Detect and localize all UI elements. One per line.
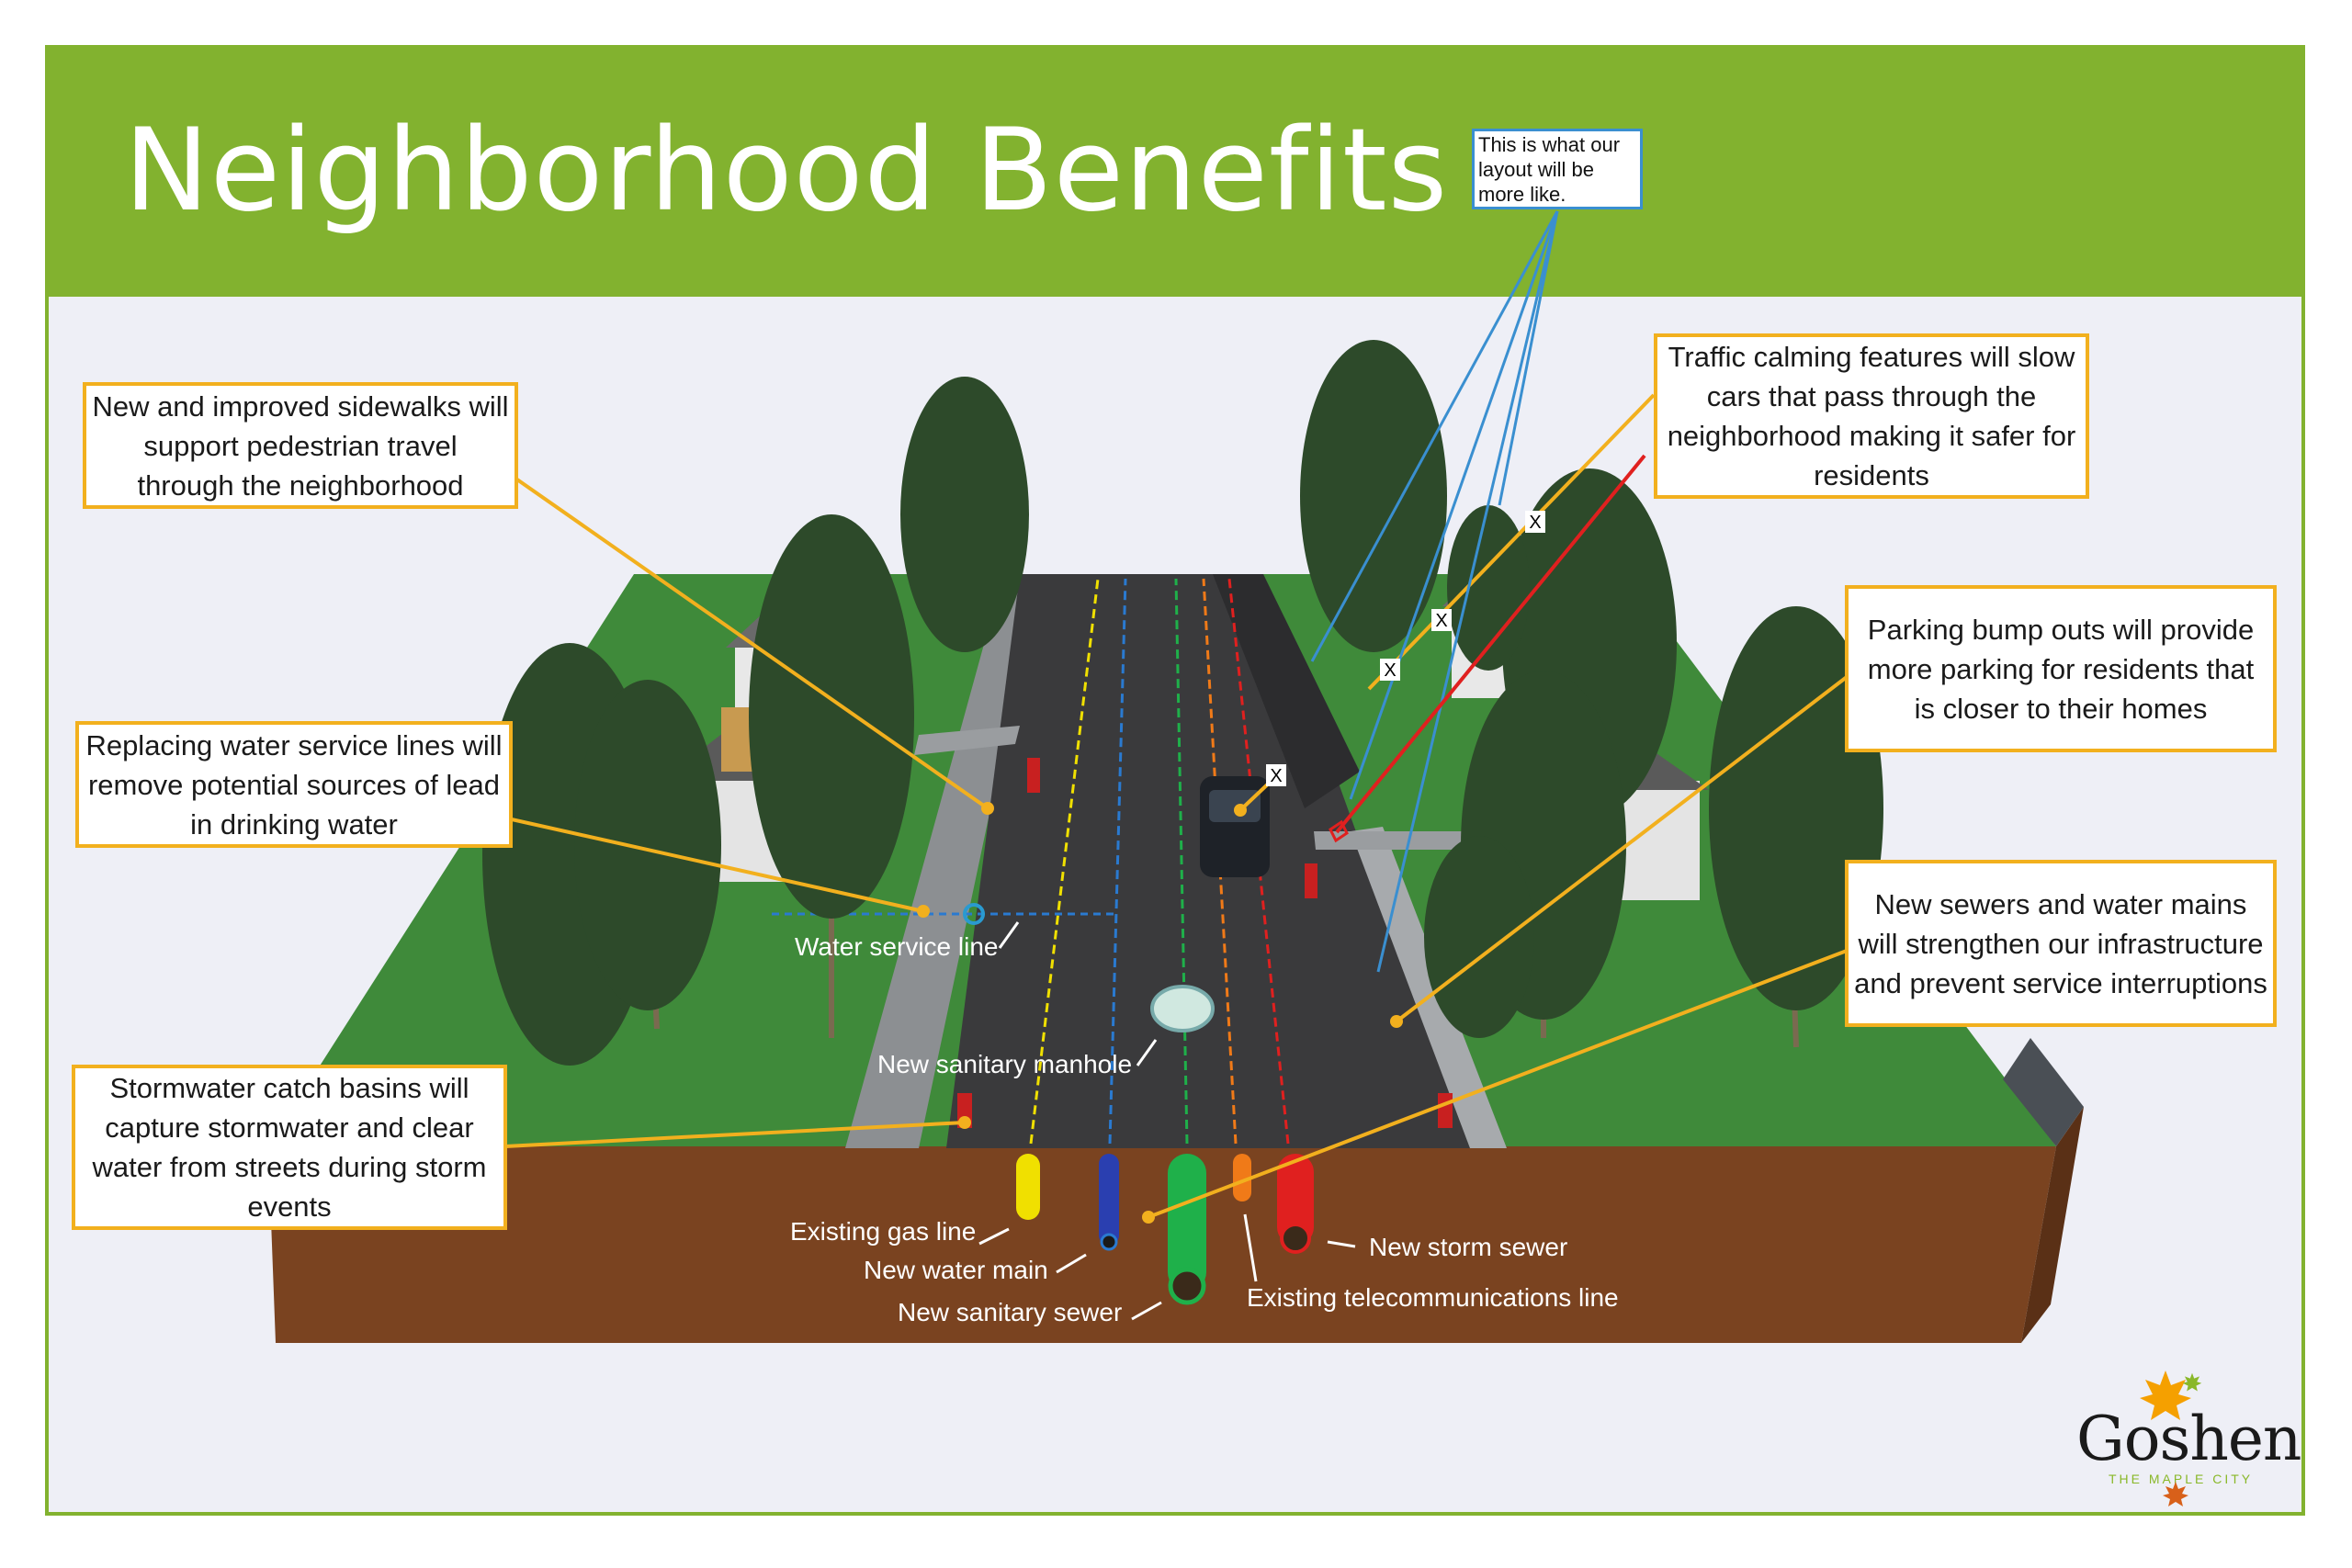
label-water-main: New water main: [864, 1256, 1048, 1284]
soil-front: [268, 1146, 2056, 1343]
right-sidewalk: [1351, 827, 1507, 1148]
label-sanitary-sewer: New sanitary sewer: [898, 1298, 1123, 1326]
water-main-pipe: [1099, 1154, 1119, 1246]
left-sidewalk: [845, 574, 1040, 1148]
callout-water-service: Replacing water service lines will remov…: [75, 721, 513, 848]
sanitary-sewer-pipe: [1168, 1154, 1206, 1292]
header-band: [45, 45, 2305, 297]
callout-catch-basins: Stormwater catch basins will capture sto…: [72, 1065, 507, 1230]
callout-traffic-calming: Traffic calming features will slow cars …: [1654, 333, 2089, 499]
label-gas-line: Existing gas line: [790, 1217, 977, 1246]
label-sanitary-manhole: New sanitary manhole: [877, 1050, 1133, 1078]
label-arrows: [978, 921, 1356, 1321]
maple-leaf-icon: [2140, 1371, 2191, 1420]
callout-sewers: New sewers and water mains will strength…: [1845, 860, 2277, 1027]
x-marker-3: X: [1384, 660, 1396, 681]
layout-note: This is what our layout will be more lik…: [1472, 129, 1643, 209]
leader-dots: [917, 802, 1403, 1224]
traffic-calming-line: [1335, 454, 1646, 834]
cross-walk-left: [914, 726, 1020, 755]
label-storm-sewer: New storm sewer: [1369, 1233, 1568, 1261]
logo-tagline: THE MAPLE CITY: [2109, 1472, 2254, 1486]
grass-right-edge: [2003, 1038, 2084, 1146]
x-marker-2: X: [1435, 611, 1447, 631]
water-service-valve: [963, 903, 985, 925]
logo-wordmark: Goshen: [2076, 1404, 2301, 1474]
soil-right-side: [2021, 1107, 2084, 1343]
telecom-pipe: [1233, 1154, 1251, 1201]
callout-leaders: [503, 393, 1849, 1219]
maple-leaf-bottom-icon: [2163, 1482, 2188, 1506]
goshen-logo: Goshen THE MAPLE CITY: [2072, 1369, 2301, 1506]
maple-leaf-small-icon: [2182, 1372, 2202, 1392]
storm-sewer-pipe: [1277, 1154, 1314, 1246]
manhole: [1150, 985, 1215, 1032]
gas-pipe: [1016, 1154, 1040, 1220]
page-title: Neighborhood Benefits: [124, 105, 1449, 237]
note-pointers: [1310, 210, 1559, 973]
callout-sidewalks: New and improved sidewalks will support …: [83, 382, 518, 509]
parking-bumpout: [1213, 574, 1360, 808]
callout-parking: Parking bump outs will provide more park…: [1845, 585, 2277, 752]
trees: [482, 340, 1883, 1066]
cross-walk-right: [1314, 831, 1481, 850]
car: [1200, 776, 1270, 877]
label-water-service-line: Water service line: [795, 932, 999, 961]
x-marker-1: X: [1529, 513, 1541, 533]
label-telecom: Existing telecommunications line: [1247, 1283, 1619, 1312]
x-markers: X X X X: [1266, 511, 1545, 786]
x-marker-4: X: [1270, 766, 1282, 786]
